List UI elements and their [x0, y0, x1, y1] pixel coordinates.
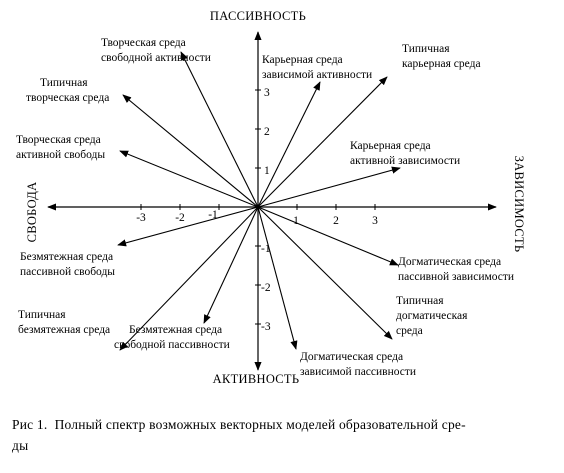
tick-label-y: 2 — [264, 126, 270, 138]
tick-label-y: -3 — [261, 321, 271, 333]
vector-arrow — [257, 81, 321, 208]
figure-caption: Рис 1. Полный спектр возможных векторных… — [12, 414, 552, 456]
vector-arrow — [122, 94, 259, 208]
tick-marks — [140, 89, 376, 325]
tick-label-x: 1 — [293, 215, 299, 227]
tick-label-x: -1 — [208, 209, 218, 221]
tick-label-x: 2 — [333, 215, 339, 227]
vector-arrow — [180, 51, 259, 208]
caption-line: Рис 1. Полный спектр возможных векторных… — [12, 417, 466, 432]
vector-arrow — [257, 166, 401, 208]
vector-arrow — [119, 150, 259, 208]
vector-arrow — [257, 206, 399, 266]
vector-arrow — [119, 206, 259, 351]
axis-title-right: ЗАВИСИМОСТЬ — [512, 156, 526, 253]
vector-arrow — [257, 206, 298, 350]
tick-label-y: -1 — [261, 243, 271, 255]
vector-arrow — [117, 206, 259, 247]
axis-title-left: СВОБОДА — [25, 182, 39, 243]
vector-arrow — [203, 206, 259, 324]
vector-arrow — [257, 206, 393, 340]
tick-label-y: 3 — [264, 87, 270, 99]
vector-arrows — [117, 51, 401, 351]
vector-arrow — [257, 76, 388, 208]
axis-title-bottom: АКТИВНОСТЬ — [213, 372, 300, 386]
tick-label-y: 1 — [264, 165, 270, 177]
axis-title-top: ПАССИВНОСТЬ — [210, 9, 306, 23]
caption-line: ды — [12, 438, 29, 453]
tick-label-y: -2 — [261, 282, 271, 294]
tick-label-x: 3 — [372, 215, 378, 227]
vector-diagram: ПАССИВНОСТЬ АКТИВНОСТЬ СВОБОДА ЗАВИСИМОС… — [16, 9, 526, 386]
tick-label-x: -3 — [136, 212, 146, 224]
tick-label-x: -2 — [175, 212, 185, 224]
